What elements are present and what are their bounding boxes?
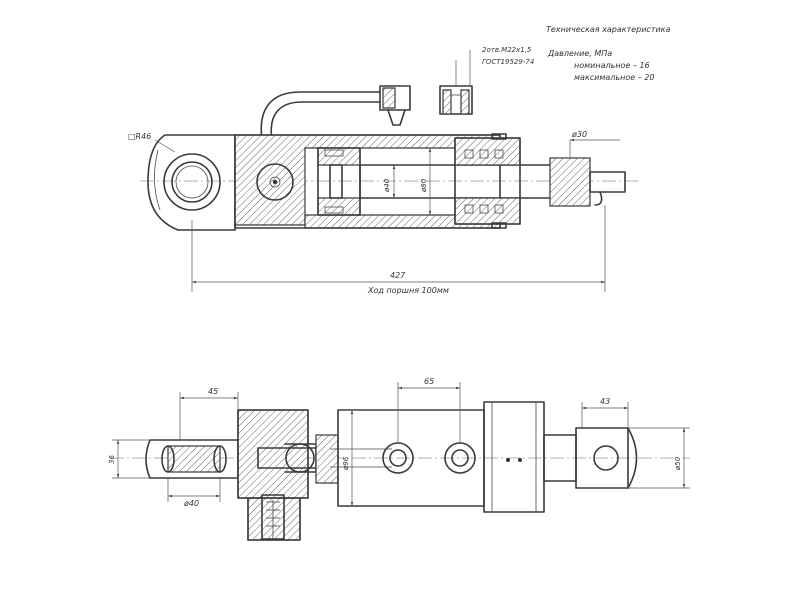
thread-spec-line2: ГОСТ19529-74 (482, 58, 534, 66)
dim-36: 36 (108, 455, 116, 464)
dim-rod-diameter: ø40 (383, 178, 391, 193)
dim-overall-length: 427 (390, 271, 406, 280)
dim-rod-end-diameter: ø30 (571, 130, 587, 139)
dim-45: 45 (208, 387, 218, 396)
stroke-label: Ход поршня 100мм (367, 286, 449, 295)
specs-maximum: максимальное – 20 (574, 73, 654, 82)
bottom-side-view: 45 65 43 36 ø40 ø96 ø50 (108, 377, 690, 541)
thread-spec-line1: 2отв.М22х1,5 (482, 46, 532, 54)
top-section-view: ø30 ø40 ø80 □R46 427 Ход поршня 100мм 2о… (128, 46, 640, 295)
dim-43: 43 (600, 397, 610, 406)
technical-specs: Техническая характеристика Давление, МПа… (546, 25, 671, 82)
dim-barrel-diameter: ø96 (342, 456, 350, 471)
specs-nominal: номинальное – 16 (574, 61, 650, 70)
dim-bore-diameter: ø80 (420, 178, 428, 193)
dim-pin-diameter: ø40 (183, 499, 199, 508)
dim-eye-radius: □R46 (128, 132, 151, 141)
specs-title: Техническая характеристика (546, 25, 671, 34)
dim-65: 65 (424, 377, 434, 386)
dim-eye-diameter: ø50 (674, 456, 682, 471)
specs-pressure-label: Давление, МПа (547, 49, 612, 58)
